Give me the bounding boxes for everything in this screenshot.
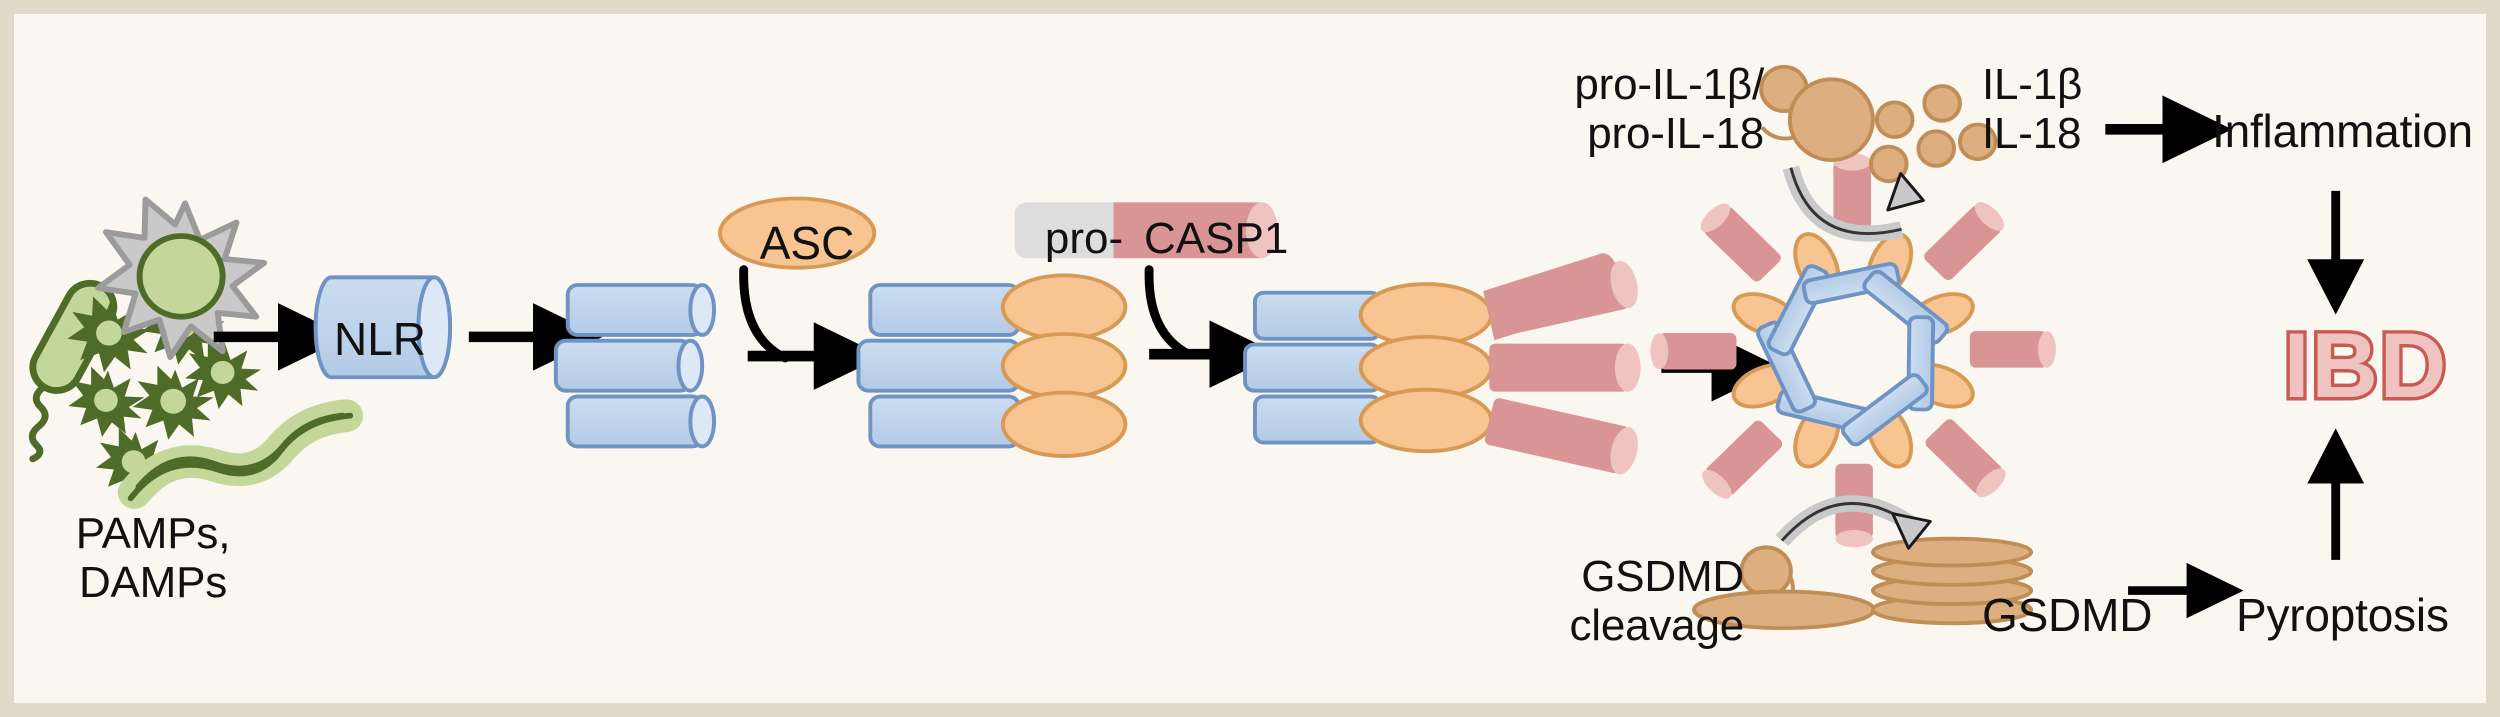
worm-pathogen-icon xyxy=(117,399,364,509)
nlr-asc-complex-shape xyxy=(856,273,1128,458)
casp1-rod-upper xyxy=(1484,260,1638,338)
casp1-rod-middle xyxy=(1489,343,1641,392)
arrow-asc-to-complex xyxy=(739,265,884,390)
gsdmd-cleavage-arrow-icon xyxy=(1775,495,1932,550)
mature-cytokine-dots-icon xyxy=(1868,84,1998,184)
cytokine-cleavage-arrow-icon xyxy=(1782,165,1925,242)
ibd-outcome-fill: IBD xyxy=(2283,315,2449,417)
ring-nlr-rods xyxy=(1756,261,1950,447)
pro-cytokines-label: pro-IL-1β/ pro-IL-18 xyxy=(1574,60,1764,159)
nlr-oligomer-shape xyxy=(553,283,717,449)
pro-casp1-shape xyxy=(1014,202,1278,259)
pro-cytokine-molecule-icon xyxy=(1759,64,1875,162)
ibd-outcome-label: IBD xyxy=(2280,312,2449,421)
gsdmd-precursor-icon xyxy=(1691,545,1876,630)
inflammasome-linear-shape xyxy=(1243,253,1641,475)
pyroptosis-label: Pyroptosis xyxy=(2236,589,2449,641)
pamps-damps-label: PAMPs, DAMPs xyxy=(75,509,231,608)
enveloped-virus-icon xyxy=(95,196,268,360)
ring-casp1-rods xyxy=(1650,153,2056,548)
mature-cytokines-label: IL-1β IL-18 xyxy=(1982,60,2083,159)
gsdmd-label: GSDMD xyxy=(1982,589,2153,641)
casp1-rod-lower xyxy=(1484,398,1638,475)
nlr-cylinder-shape xyxy=(313,275,453,380)
gsdmd-cleavage-label: GSDMD cleavage xyxy=(1569,552,1744,651)
diagram-svg xyxy=(28,64,2365,630)
virus-cluster-icon xyxy=(67,288,262,499)
casp1-label: CASP1 xyxy=(1144,214,1289,263)
asc-label: ASC xyxy=(759,217,855,269)
nlr-label: NLR xyxy=(333,313,427,365)
pathogen-cluster-icon xyxy=(28,196,364,509)
asc-ellipse-shape xyxy=(718,196,877,270)
arrow-casp1-to-complex xyxy=(1144,265,1279,389)
pro-prefix-label: pro- xyxy=(1044,214,1124,263)
inflammasome-ring-shape xyxy=(1650,153,2056,548)
inflammation-label: Inflammation xyxy=(2212,105,2473,157)
